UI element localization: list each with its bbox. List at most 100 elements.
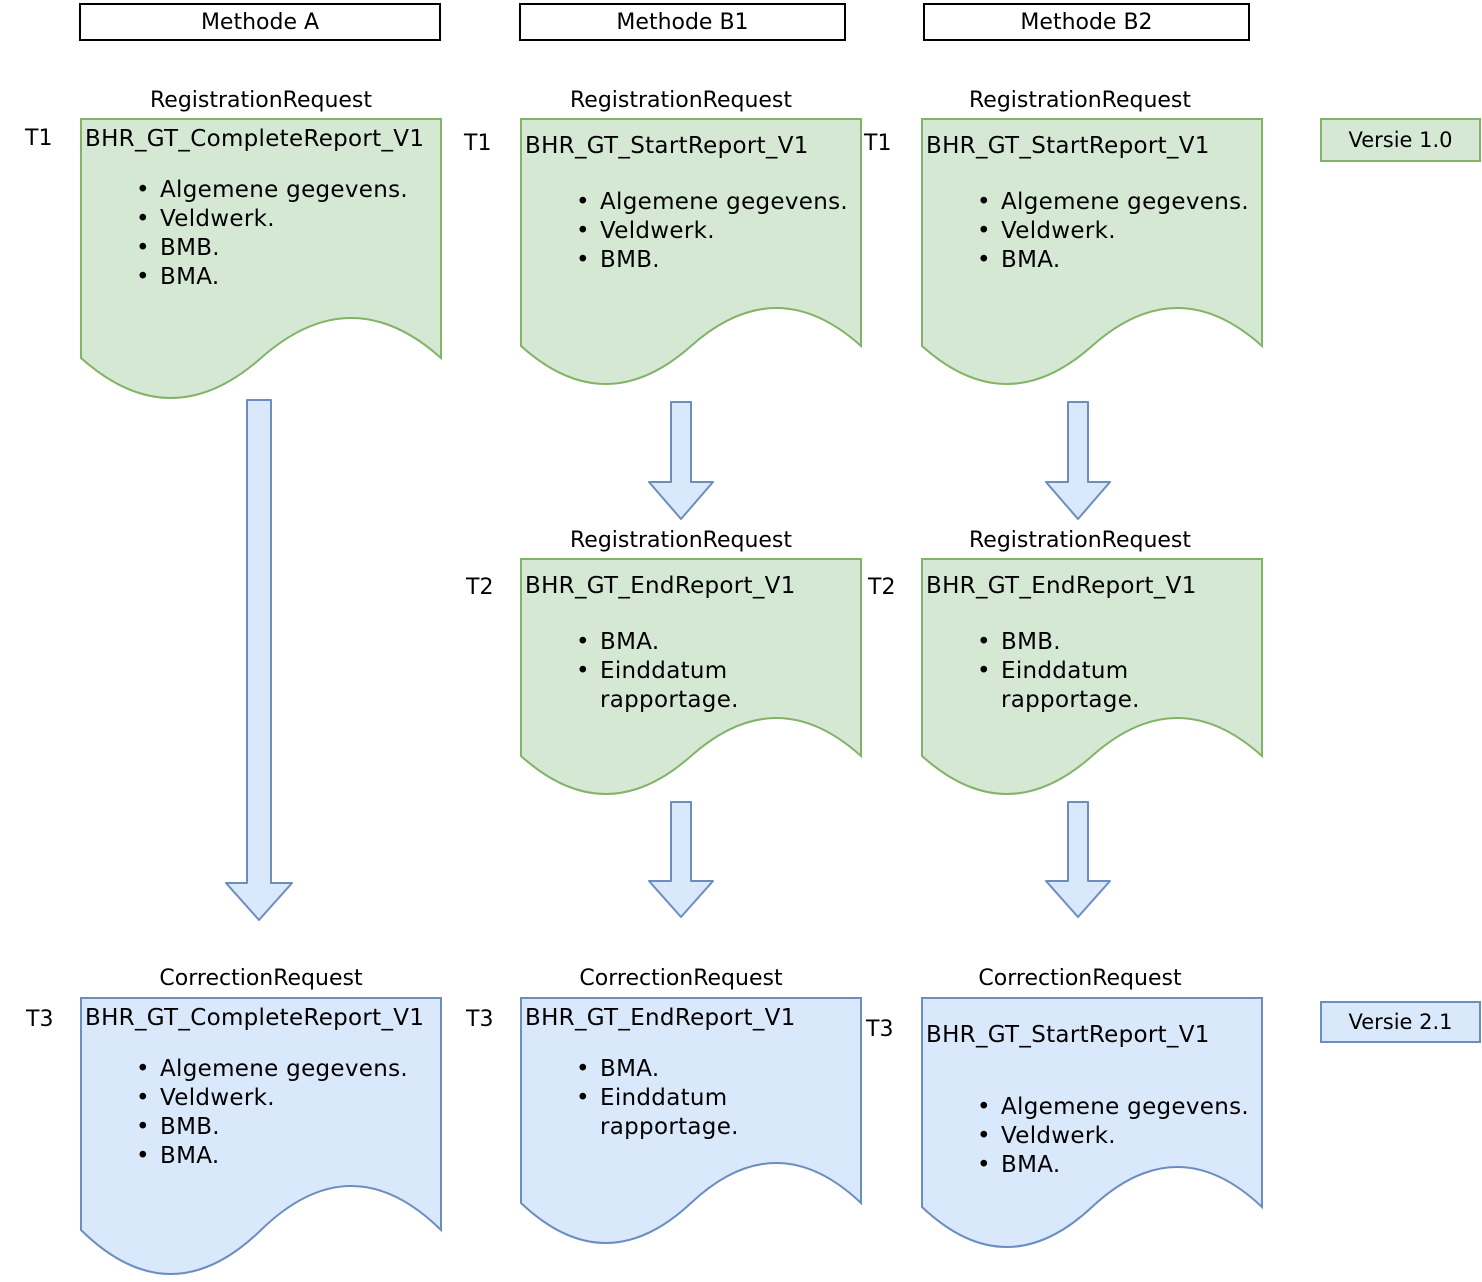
request-type-label: RegistrationRequest <box>149 88 373 113</box>
document-bullet-list: •Algemene gegevens.•Veldwerk.•BMB.•BMA. <box>80 176 442 292</box>
arrow-down-icon <box>1045 401 1111 520</box>
time-label: T1 <box>464 131 492 156</box>
document-title: BHR_GT_EndReport_V1 <box>525 573 796 599</box>
bullet-dot: • <box>576 247 590 273</box>
bullet-item: • Veldwerk. <box>576 217 862 246</box>
document-shape <box>921 118 1263 385</box>
bullet-text: BMB. <box>1001 629 1061 655</box>
method-header-label: Methode B2 <box>1020 9 1153 35</box>
version-badge-v1: Versie 1.0 <box>1320 118 1481 162</box>
bullet-item: • Veldwerk. <box>977 217 1263 246</box>
bullet-dot: • <box>977 218 991 244</box>
bullet-item: •Algemene gegevens. <box>136 1055 442 1084</box>
bullet-dot: • <box>136 206 150 232</box>
bullet-text: Algemene gegevens. <box>1001 1094 1250 1120</box>
document-a-t1: BHR_GT_CompleteReport_V1 •Algemene gegev… <box>80 118 442 400</box>
method-header-label: Methode B1 <box>616 9 749 35</box>
bullet-text: Algemene gegevens. <box>160 1056 409 1082</box>
document-bullet-list: •Algemene gegevens.•Veldwerk.•BMA. <box>921 1093 1263 1180</box>
bullet-item: •BMA. <box>136 1142 442 1171</box>
bullet-dot: • <box>576 1056 590 1082</box>
bullet-text: Einddatum rapportage. <box>600 1085 739 1140</box>
bullet-dot: • <box>576 1085 590 1111</box>
bullet-item: •BMB. <box>576 246 862 275</box>
bullet-text: Algemene gegevens. <box>160 177 409 203</box>
request-type-label: CorrectionRequest <box>159 966 363 991</box>
bullet-dot: • <box>977 629 991 655</box>
bullet-item: •Algemene gegevens. <box>136 176 442 205</box>
bullet-dot: • <box>576 218 590 244</box>
arrow-down-icon <box>648 401 714 520</box>
bullet-item: • BMA. <box>576 1055 862 1084</box>
document-bullet-list: • Algemene gegevens. • Veldwerk. • BMA. <box>921 188 1263 275</box>
bullet-text: BMA. <box>600 1056 660 1082</box>
bullet-dot: • <box>136 1114 150 1140</box>
bullet-text: Algemene gegevens. <box>1001 189 1250 215</box>
document-shape <box>520 997 862 1244</box>
document-shape <box>520 558 862 795</box>
bullet-text: BMA. <box>160 1143 220 1169</box>
document-bullet-list: •BMA.•Einddatum rapportage. <box>520 628 862 715</box>
document-b1-t1: BHR_GT_StartReport_V1 •Algemene gegevens… <box>520 118 862 386</box>
arrow-down-icon <box>648 801 714 918</box>
request-type-label: CorrectionRequest <box>978 966 1182 991</box>
bullet-text: BMA. <box>160 264 220 290</box>
bullet-item: •BMA. <box>576 628 862 657</box>
request-type-label: RegistrationRequest <box>569 88 793 113</box>
document-title: BHR_GT_EndReport_V1 <box>525 1005 796 1031</box>
bullet-item: • BMA. <box>136 263 442 292</box>
bullet-text: Veldwerk. <box>600 218 715 244</box>
document-title: BHR_GT_StartReport_V1 <box>926 1022 1210 1048</box>
method-header-b2: Methode B2 <box>923 3 1250 41</box>
document-b2-t3: BHR_GT_StartReport_V1 • Algemene gegevens… <box>921 997 1263 1249</box>
request-type-label: RegistrationRequest <box>968 528 1192 553</box>
document-shape <box>921 997 1263 1248</box>
bullet-item: •Veldwerk. <box>977 1122 1263 1151</box>
request-type-label: RegistrationRequest <box>569 528 793 553</box>
request-type-label: CorrectionRequest <box>579 966 783 991</box>
bullet-dot: • <box>977 1123 991 1149</box>
document-bullet-list: • BMB.•Einddatum rapportage. <box>921 628 1263 715</box>
bullet-item: • Algemene gegevens. <box>977 188 1263 217</box>
method-header-b1: Methode B1 <box>519 3 846 41</box>
bullet-dot: • <box>977 247 991 273</box>
bullet-dot: • <box>136 1085 150 1111</box>
time-label: T1 <box>25 126 53 151</box>
time-label: T2 <box>466 575 494 600</box>
bullet-item: • BMB. <box>977 628 1263 657</box>
document-shape <box>80 118 442 399</box>
bullet-item: •Einddatum rapportage. <box>576 657 862 715</box>
bullet-item: •Veldwerk. <box>136 1084 442 1113</box>
bullet-dot: • <box>136 264 150 290</box>
bullet-item: • BMA. <box>977 246 1263 275</box>
method-header-a: Methode A <box>79 3 441 41</box>
bullet-dot: • <box>977 189 991 215</box>
version-badge-label: Versie 1.0 <box>1348 128 1453 152</box>
arrow-down-icon <box>225 399 293 921</box>
bullet-text: BMB. <box>160 235 220 261</box>
document-bullet-list: • BMA. • Einddatum rapportage. <box>520 1055 862 1142</box>
document-title: BHR_GT_EndReport_V1 <box>926 573 1197 599</box>
bullet-item: • Einddatum rapportage. <box>576 1084 862 1142</box>
bullet-text: Einddatum rapportage. <box>600 658 739 713</box>
bullet-text: Veldwerk. <box>1001 218 1116 244</box>
document-title: BHR_GT_CompleteReport_V1 <box>85 126 425 152</box>
bullet-dot: • <box>977 1094 991 1120</box>
bullet-text: BMA. <box>1001 247 1061 273</box>
document-b2-t2: BHR_GT_EndReport_V1 • BMB.•Einddatum rapp… <box>921 558 1263 796</box>
document-bullet-list: •Algemene gegevens.•Veldwerk.•BMB. <box>520 188 862 275</box>
document-b2-t1: BHR_GT_StartReport_V1 •Algemene gegevens… <box>921 118 1263 386</box>
bullet-item: •BMB. <box>136 234 442 263</box>
time-label: T3 <box>866 1017 894 1042</box>
method-header-label: Methode A <box>200 9 320 35</box>
bullet-item: •BMB. <box>136 1113 442 1142</box>
document-b1-t3: BHR_GT_EndReport_V1 • BMA. • Einddatum rapp… <box>520 997 862 1245</box>
bullet-item: •Veldwerk. <box>136 205 442 234</box>
request-type-label: RegistrationRequest <box>968 88 1192 113</box>
document-title: BHR_GT_StartReport_V1 <box>525 133 809 159</box>
bullet-dot: • <box>977 658 991 684</box>
bullet-dot: • <box>576 629 590 655</box>
time-label: T2 <box>868 575 896 600</box>
bullet-item: •Einddatum rapportage. <box>977 657 1263 715</box>
